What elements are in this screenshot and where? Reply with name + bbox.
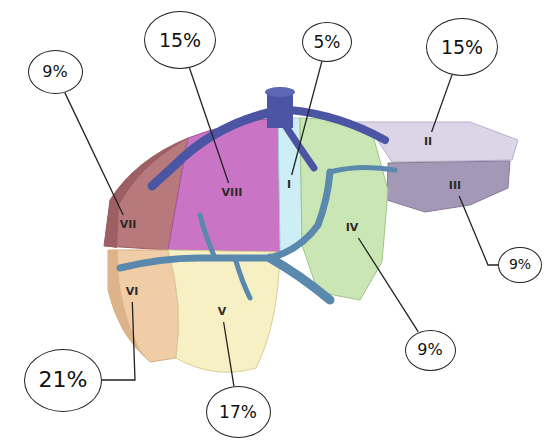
- percentage-circle: 17%: [206, 386, 271, 438]
- segment-label-box: V: [213, 302, 231, 322]
- segment-label-box: VII: [115, 215, 141, 235]
- segment-iv-shape: [300, 118, 388, 300]
- percentage-value: 9%: [42, 63, 67, 81]
- portal-vein: [120, 167, 395, 300]
- percentage-value: 15%: [159, 30, 201, 51]
- segment-number: VII: [120, 219, 137, 231]
- segment-label-box: I: [282, 175, 296, 195]
- percentage-value: 9%: [509, 257, 531, 272]
- percentage-value: 21%: [39, 368, 88, 392]
- segment-number: VIII: [222, 187, 243, 199]
- leader-line: [102, 302, 135, 380]
- vena-cava-top: [265, 87, 295, 97]
- segment-number: II: [424, 136, 432, 148]
- segment-number: V: [218, 306, 227, 318]
- segment-number: IV: [346, 222, 359, 234]
- percentage-value: 15%: [441, 37, 483, 58]
- segment-v-shape: [168, 250, 280, 372]
- leader-line: [459, 196, 498, 265]
- percentage-value: 5%: [314, 33, 341, 52]
- leader-line: [358, 238, 418, 332]
- segment-viii-shape: [168, 118, 280, 252]
- leader-line: [65, 93, 123, 215]
- percentage-circle: 15%: [144, 11, 216, 69]
- segment-label-box: II: [419, 132, 437, 152]
- percentage-circle: 15%: [426, 18, 498, 76]
- segment-number: I: [287, 179, 291, 191]
- percentage-circle: 5%: [302, 22, 352, 62]
- leader-line: [190, 68, 229, 183]
- percentage-circle: 9%: [405, 330, 456, 371]
- leader-line: [224, 322, 234, 386]
- segment-label-box: III: [444, 176, 466, 196]
- percentage-circle: 9%: [28, 50, 83, 94]
- segment-label-box: IV: [341, 218, 363, 238]
- percentage-value: 17%: [219, 403, 257, 422]
- segment-label-box: VI: [121, 282, 143, 302]
- percentage-circle: 9%: [498, 247, 542, 283]
- leader-line: [432, 75, 452, 132]
- segment-label-box: VIII: [217, 183, 247, 203]
- percentage-value: 9%: [417, 341, 442, 359]
- segment-number: VI: [126, 286, 139, 298]
- vena-cava: [267, 92, 293, 128]
- percentage-circle: 21%: [24, 349, 102, 412]
- segment-iii-shape: [387, 161, 510, 212]
- leader-line: [292, 62, 322, 175]
- segment-number: III: [449, 180, 461, 192]
